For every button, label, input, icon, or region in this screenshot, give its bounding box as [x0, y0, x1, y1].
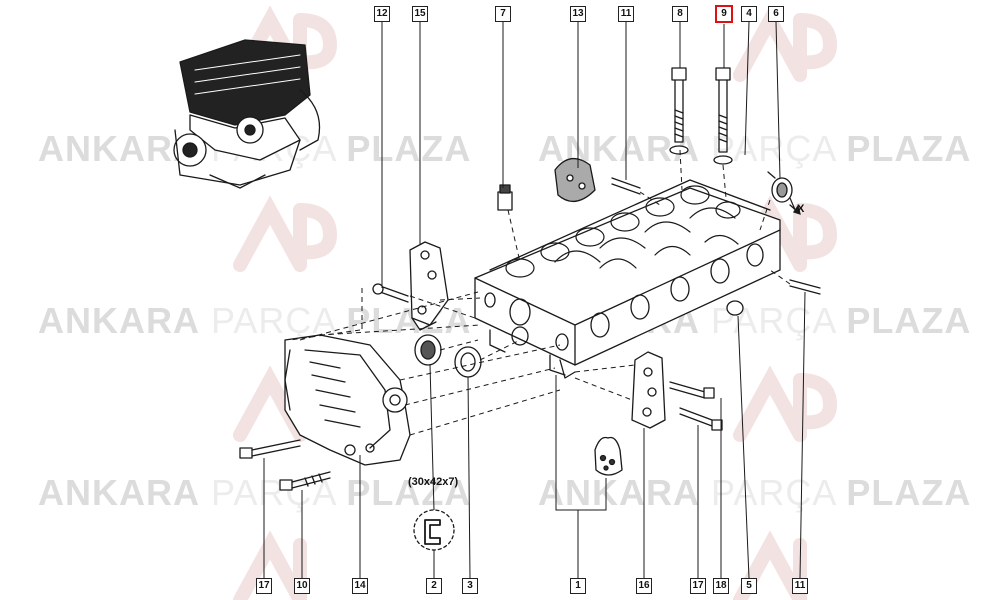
gasket	[554, 158, 596, 202]
hardware-bag	[594, 436, 623, 476]
callout-11-bottom[interactable]: 11	[792, 578, 808, 594]
seal-profile	[413, 509, 455, 551]
engine-thumbnail	[173, 39, 321, 189]
callout-9-highlighted[interactable]: 9	[715, 5, 733, 23]
head-bolts	[669, 67, 733, 165]
oil-seal	[414, 334, 482, 378]
callout-3[interactable]: 3	[462, 578, 478, 594]
watermark-logo	[233, 195, 338, 272]
callout-18[interactable]: 18	[713, 578, 729, 594]
seal-size-label: (30x42x7)	[408, 476, 459, 488]
engine-bracket	[631, 351, 666, 429]
stud	[611, 177, 641, 195]
axis-label: X	[797, 203, 805, 215]
callout-10[interactable]: 10	[294, 578, 310, 594]
cylinder-head	[474, 179, 781, 379]
cover-bolts	[239, 439, 331, 491]
callout-8[interactable]: 8	[672, 6, 688, 22]
callout-4[interactable]: 4	[741, 6, 757, 22]
callout-17-right[interactable]: 17	[690, 578, 706, 594]
sensor	[497, 184, 513, 211]
callout-6[interactable]: 6	[768, 6, 784, 22]
callout-16[interactable]: 16	[636, 578, 652, 594]
watermark-text: ANKARA PARÇA PLAZA	[538, 472, 972, 513]
stud	[789, 279, 821, 295]
seal-ring	[726, 300, 744, 316]
callout-7[interactable]: 7	[495, 6, 511, 22]
bolt	[379, 285, 409, 303]
callout-14[interactable]: 14	[352, 578, 368, 594]
timing-cover	[284, 334, 411, 466]
callout-11-top[interactable]: 11	[618, 6, 634, 22]
lifting-bracket	[409, 241, 449, 331]
watermark-logo	[733, 365, 838, 442]
watermark-text: ANKARA PARÇA PLAZA	[38, 472, 472, 513]
callout-1[interactable]: 1	[570, 578, 586, 594]
callout-12[interactable]: 12	[374, 6, 390, 22]
bracket-bolts	[669, 381, 723, 431]
callout-2[interactable]: 2	[426, 578, 442, 594]
callout-5[interactable]: 5	[741, 578, 757, 594]
watermark-text: ANKARA PARÇA PLAZA	[38, 300, 472, 341]
callout-13[interactable]: 13	[570, 6, 586, 22]
callout-17-left[interactable]: 17	[256, 578, 272, 594]
callout-15[interactable]: 15	[412, 6, 428, 22]
